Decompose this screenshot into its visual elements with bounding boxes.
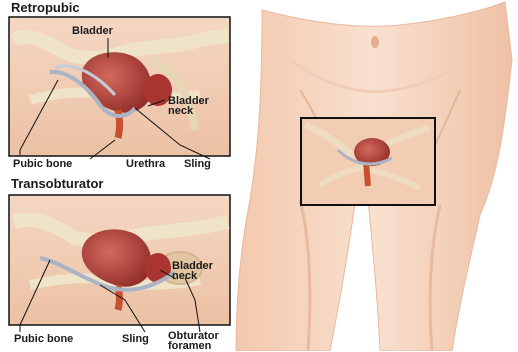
label-bladder-neck-2-line2: neck: [172, 271, 197, 281]
label-bladder: Bladder: [72, 26, 113, 36]
label-pubic-bone: Pubic bone: [13, 159, 72, 169]
label-pubic-bone-2: Pubic bone: [14, 334, 73, 344]
label-obturator-line2: foramen: [168, 341, 211, 351]
panel-title-transobturator: Transobturator: [11, 176, 103, 191]
retropubic-panel: [9, 17, 230, 156]
panel-title-retropubic: Retropubic: [11, 0, 80, 15]
label-urethra: Urethra: [126, 159, 165, 169]
label-bladder-neck-line2: neck: [168, 106, 193, 116]
label-sling: Sling: [184, 159, 211, 169]
inset-box: [301, 118, 435, 205]
label-sling-2: Sling: [122, 334, 149, 344]
